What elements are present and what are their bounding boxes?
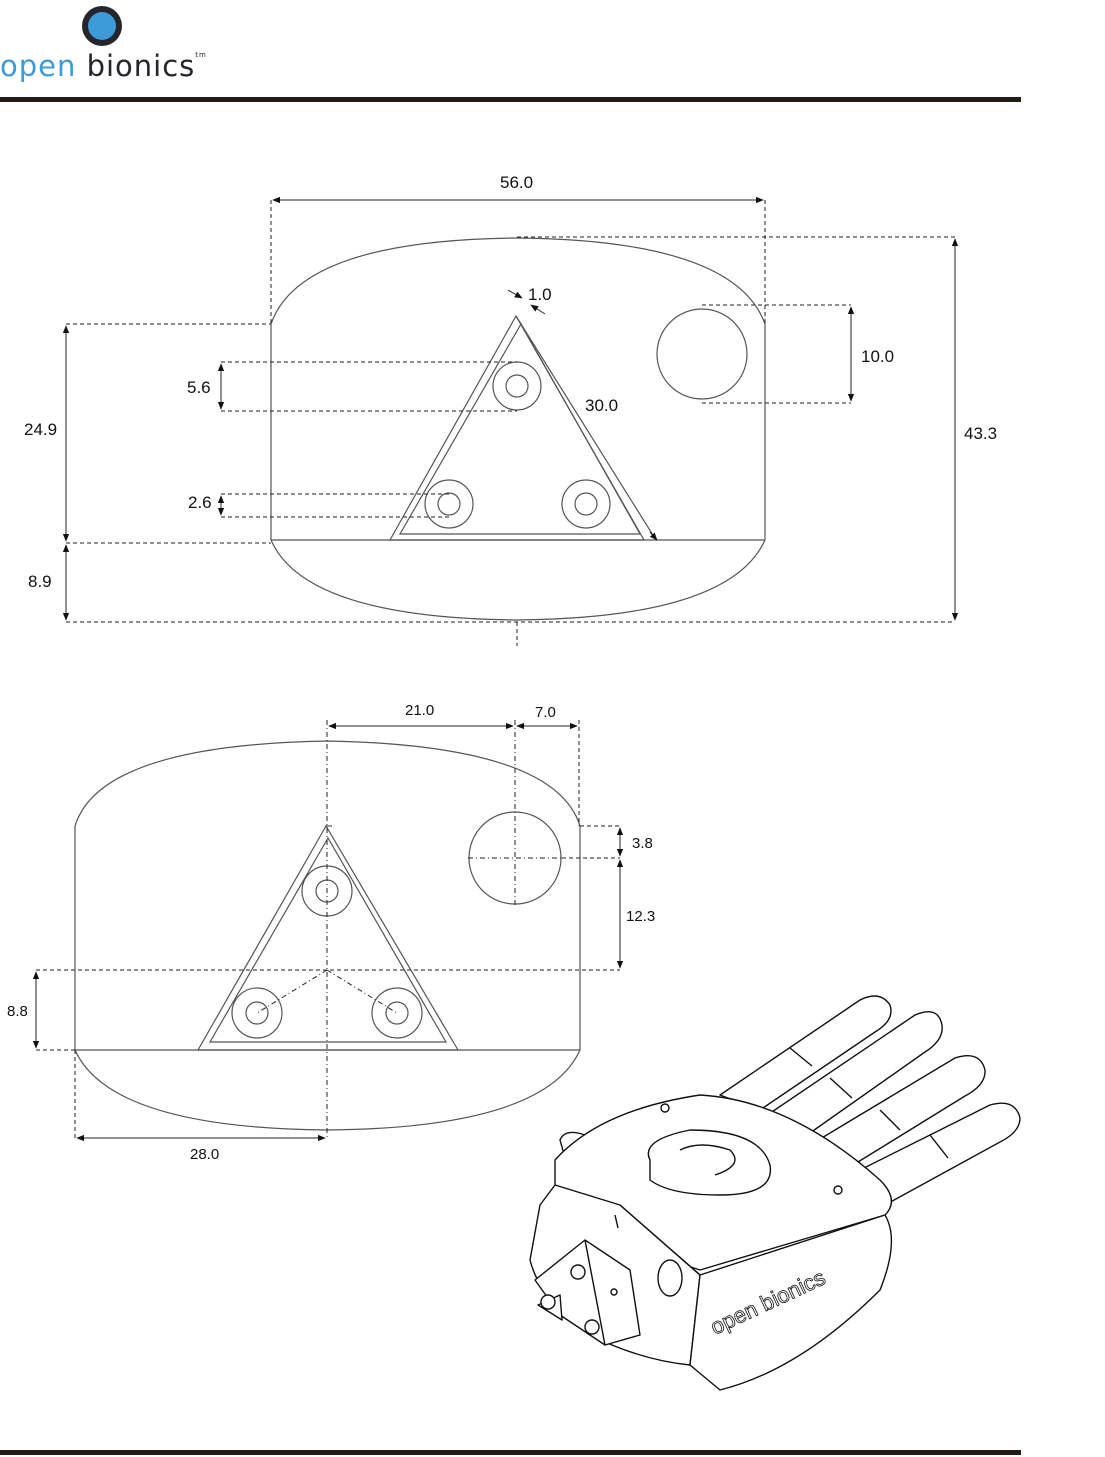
page-header: open bionicstm (0, 0, 1105, 105)
bottom-view-dimensions (32, 720, 624, 1142)
open-bionics-logo-icon (82, 6, 122, 46)
hand-side-panel (689, 1214, 893, 1391)
hand-finger-index (719, 995, 892, 1111)
footer-divider (0, 1450, 1021, 1455)
top-view-dimensions (62, 196, 959, 646)
dim-height-total-label: 43.3 (964, 424, 997, 443)
header-divider (0, 97, 1021, 102)
logo-tm: tm (195, 51, 207, 59)
hand-finger-ring (809, 1055, 986, 1171)
bottom-view-triangle-inner (208, 836, 448, 1043)
bottom-view-boss-right (371, 987, 423, 1039)
top-view-wire-hole (656, 308, 748, 400)
top-view-outline (270, 237, 766, 621)
dim-hole-to-centroid-label: 12.3 (626, 908, 655, 925)
dim-height-lower-label: 8.9 (28, 572, 52, 591)
dim-height-upper-label: 24.9 (24, 420, 57, 439)
dim-triangle-wall-label: 1.0 (528, 285, 552, 304)
dim-hole-diameter-label: 10.0 (861, 347, 894, 366)
hand-logo-mark (647, 1129, 772, 1196)
hand-finger-middle (759, 1011, 943, 1141)
top-view-boss-right (561, 479, 611, 529)
dim-boss-inner-label: 2.6 (188, 493, 212, 512)
hand-finger-little (859, 1102, 1021, 1206)
dim-centroid-height-label: 8.8 (7, 1003, 28, 1020)
bottom-view-boss-left (231, 987, 283, 1039)
logo-word-open: open (0, 49, 77, 83)
top-view-labels: 56.0 43.3 24.9 8.9 10.0 30.0 1.0 5.6 2.6 (24, 173, 997, 591)
dim-width-label: 56.0 (500, 173, 533, 192)
top-view-triangle-inner (398, 322, 642, 535)
dim-hole-top-offset-label: 3.8 (632, 835, 653, 852)
bottom-view-triangle-outer (196, 824, 460, 1051)
bionic-hand-illustration: open bionics (529, 995, 1021, 1391)
dim-boss-outer-label: 5.6 (187, 378, 211, 397)
bottom-view-labels: 21.0 7.0 3.8 12.3 8.8 28.0 (7, 702, 655, 1163)
dim-half-width-label: 28.0 (190, 1146, 219, 1163)
top-view-drawing (270, 237, 766, 621)
dim-hole-to-edge-label: 7.0 (535, 704, 556, 721)
dim-triangle-side-label: 30.0 (585, 396, 618, 415)
top-view-triangle-outer (388, 314, 646, 541)
dim-center-to-hole-label: 21.0 (405, 702, 434, 719)
bottom-view-drawing (74, 740, 581, 1131)
top-view-boss-top (492, 361, 542, 411)
logo-wordmark: open bionicstm (0, 52, 207, 81)
top-view-boss-left (424, 479, 474, 529)
logo-word-bionics: bionics (86, 49, 196, 83)
